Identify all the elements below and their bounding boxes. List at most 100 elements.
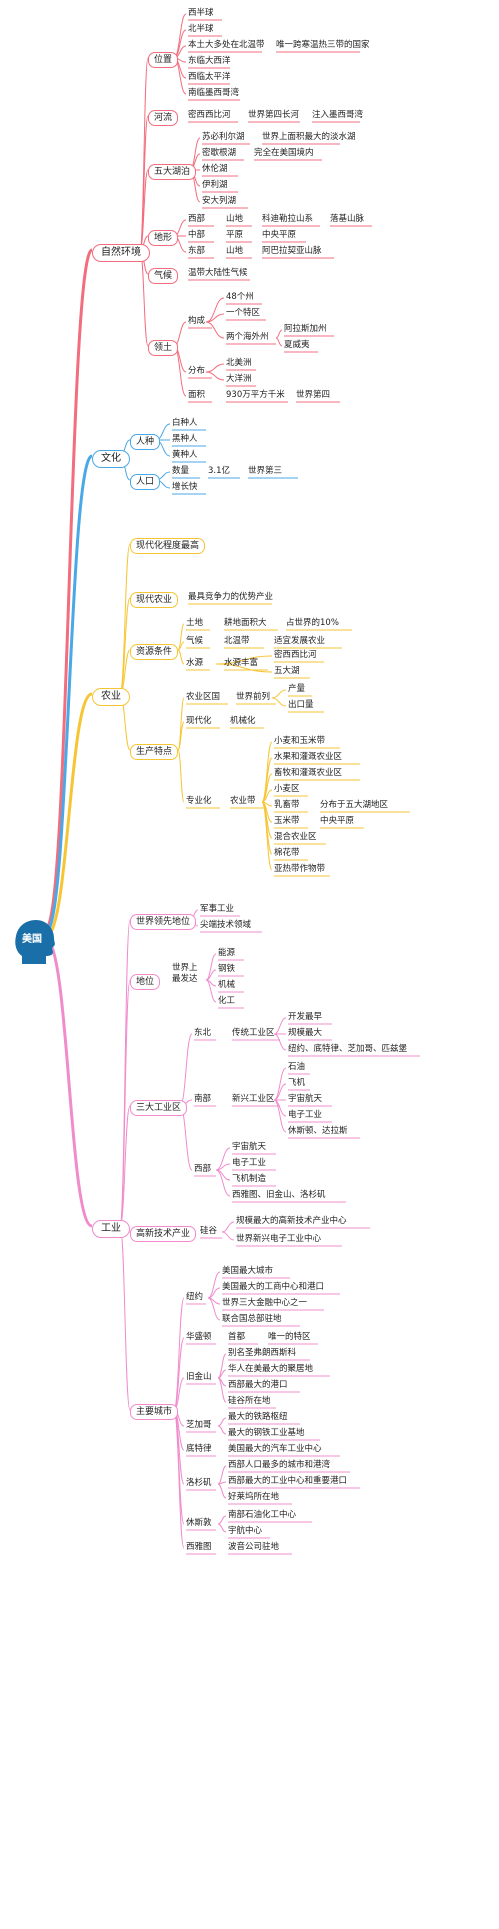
connector-line (261, 801, 273, 855)
connector-line (217, 1417, 227, 1427)
leaf-node-n79: 机械化 (230, 716, 256, 726)
topic-node-n58: 农业 (92, 688, 130, 706)
topic-node-n97: 地位 (130, 974, 161, 990)
leaf-node-n116: 西部 (194, 1164, 212, 1174)
leaf-node-n129: 世界三大金融中心之一 (222, 1298, 308, 1308)
leaf-node-n76: 产量 (288, 684, 306, 694)
connector-line (177, 749, 185, 803)
leaf-node-n42: 分布 (188, 366, 206, 376)
leaf-node-n141: 最大的钢铁工业基地 (228, 1428, 305, 1438)
connector-line (215, 663, 273, 673)
leaf-node-n54: 数量 (172, 466, 190, 476)
leaf-node-n118: 电子工业 (232, 1158, 267, 1168)
topic-node-n121: 高新技术产业 (130, 1226, 197, 1242)
leaf-node-n29: 中央平原 (262, 230, 297, 240)
leaf-node-n89: 中央平原 (320, 816, 355, 826)
topic-node-n62: 资源条件 (130, 644, 179, 660)
leaf-node-n12: 世界第四长河 (248, 110, 300, 120)
leaf-node-n36: 构成 (188, 316, 206, 326)
leaf-node-n56: 世界第三 (248, 466, 283, 476)
leaf-node-n80: 专业化 (186, 796, 212, 806)
root-head-icon (12, 918, 56, 964)
leaf-node-n51: 黑种人 (172, 434, 198, 444)
leaf-node-n136: 华人在美最大的聚居地 (228, 1364, 314, 1374)
connector-line (221, 1221, 235, 1233)
connector-line (139, 57, 149, 251)
leaf-node-n43: 北美洲 (226, 358, 252, 368)
leaf-node-n145: 西部人口最多的城市和港湾 (228, 1460, 331, 1470)
leaf-node-n31: 山地 (226, 246, 244, 256)
leaf-node-n143: 美国最大的汽车工业中心 (228, 1444, 322, 1454)
connector-line (207, 1297, 221, 1321)
connector-line (45, 938, 93, 1228)
connector-line (261, 741, 273, 803)
leaf-node-n30: 东部 (188, 246, 206, 256)
connector-line (177, 649, 185, 665)
connector-line (275, 329, 283, 339)
leaf-node-n88: 玉米带 (274, 816, 300, 826)
leaf-node-n68: 适宜发展农业 (274, 636, 326, 646)
leaf-node-n120: 西雅图、旧金山、洛杉矶 (232, 1190, 326, 1200)
connector-line (45, 692, 93, 938)
leaf-node-n75: 世界前列 (236, 692, 271, 702)
connector-line (217, 1483, 227, 1499)
leaf-node-n28: 平原 (226, 230, 244, 240)
leaf-node-n21: 安大列湖 (202, 196, 237, 206)
leaf-node-n41: 夏威夷 (284, 340, 310, 350)
leaf-node-n40: 阿拉斯加州 (284, 324, 327, 334)
leaf-node-n85: 小麦区 (274, 784, 300, 794)
topic-node-n125: 主要城市 (130, 1404, 179, 1420)
connector-line (119, 979, 131, 1227)
topic-node-n49: 人种 (130, 434, 161, 450)
leaf-node-n147: 好莱坞所在地 (228, 1492, 280, 1502)
leaf-node-n4: 北半球 (188, 24, 214, 34)
leaf-node-n23: 西部 (188, 214, 206, 224)
leaf-node-n72: 五大湖 (274, 666, 300, 676)
leaf-node-n65: 占世界的10% (286, 618, 339, 628)
leaf-node-n117: 宇宙航天 (232, 1142, 267, 1152)
leaf-node-n7: 东临大西洋 (188, 56, 231, 66)
leaf-node-n126: 纽约 (186, 1292, 204, 1302)
leaf-node-n61: 最具竞争力的优势产业 (188, 592, 274, 602)
leaf-node-n98: 世界上 最发达 (172, 963, 198, 984)
leaf-node-n77: 出口量 (288, 700, 314, 710)
leaf-node-n112: 飞机 (288, 1078, 306, 1088)
topic-node-n59: 现代化程度最高 (130, 538, 206, 554)
connector-line (44, 454, 94, 934)
leaf-node-n109: 南部 (194, 1094, 212, 1104)
leaf-node-n108: 纽约、底特律、芝加哥、匹兹堡 (288, 1044, 408, 1054)
connector-line (217, 1425, 227, 1435)
connector-line (273, 1067, 287, 1101)
topic-node-n22: 地形 (148, 230, 179, 246)
leaf-node-n139: 芝加哥 (186, 1420, 212, 1430)
leaf-node-n17: 密歇根湖 (202, 148, 237, 158)
leaf-node-n100: 钢铁 (218, 964, 236, 974)
leaf-node-n44: 大洋洲 (226, 374, 252, 384)
topic-node-n53: 人口 (130, 474, 161, 490)
connector-line (205, 979, 217, 1003)
leaf-node-n105: 传统工业区 (232, 1028, 275, 1038)
leaf-node-n106: 开发最早 (288, 1012, 323, 1022)
leaf-node-n25: 科迪勒拉山系 (262, 214, 314, 224)
leaf-node-n5: 本土大多处在北温带 (188, 40, 265, 50)
connector-line (179, 1033, 193, 1107)
leaf-node-n134: 旧金山 (186, 1372, 212, 1382)
leaf-node-n152: 波音公司驻地 (228, 1542, 280, 1552)
leaf-node-n27: 中部 (188, 230, 206, 240)
topic-node-n10: 河流 (148, 110, 179, 126)
topic-node-n60: 现代农业 (130, 592, 179, 608)
topic-node-n73: 生产特点 (130, 744, 179, 760)
topic-node-n93: 工业 (92, 1220, 130, 1238)
leaf-node-n38: 一个特区 (226, 308, 261, 318)
leaf-node-n96: 尖端技术领域 (200, 920, 252, 930)
topic-node-n1: 自然环境 (92, 244, 150, 262)
leaf-node-n55: 3.1亿 (208, 466, 231, 476)
leaf-node-n37: 48个州 (226, 292, 254, 302)
leaf-node-n15: 苏必利尔湖 (202, 132, 245, 142)
connector-line (119, 919, 131, 1227)
leaf-node-n52: 黄种人 (172, 450, 198, 460)
connector-line (273, 1017, 287, 1035)
leaf-node-n111: 石油 (288, 1062, 306, 1072)
leaf-node-n142: 底特律 (186, 1444, 212, 1454)
leaf-node-n45: 面积 (188, 390, 206, 400)
